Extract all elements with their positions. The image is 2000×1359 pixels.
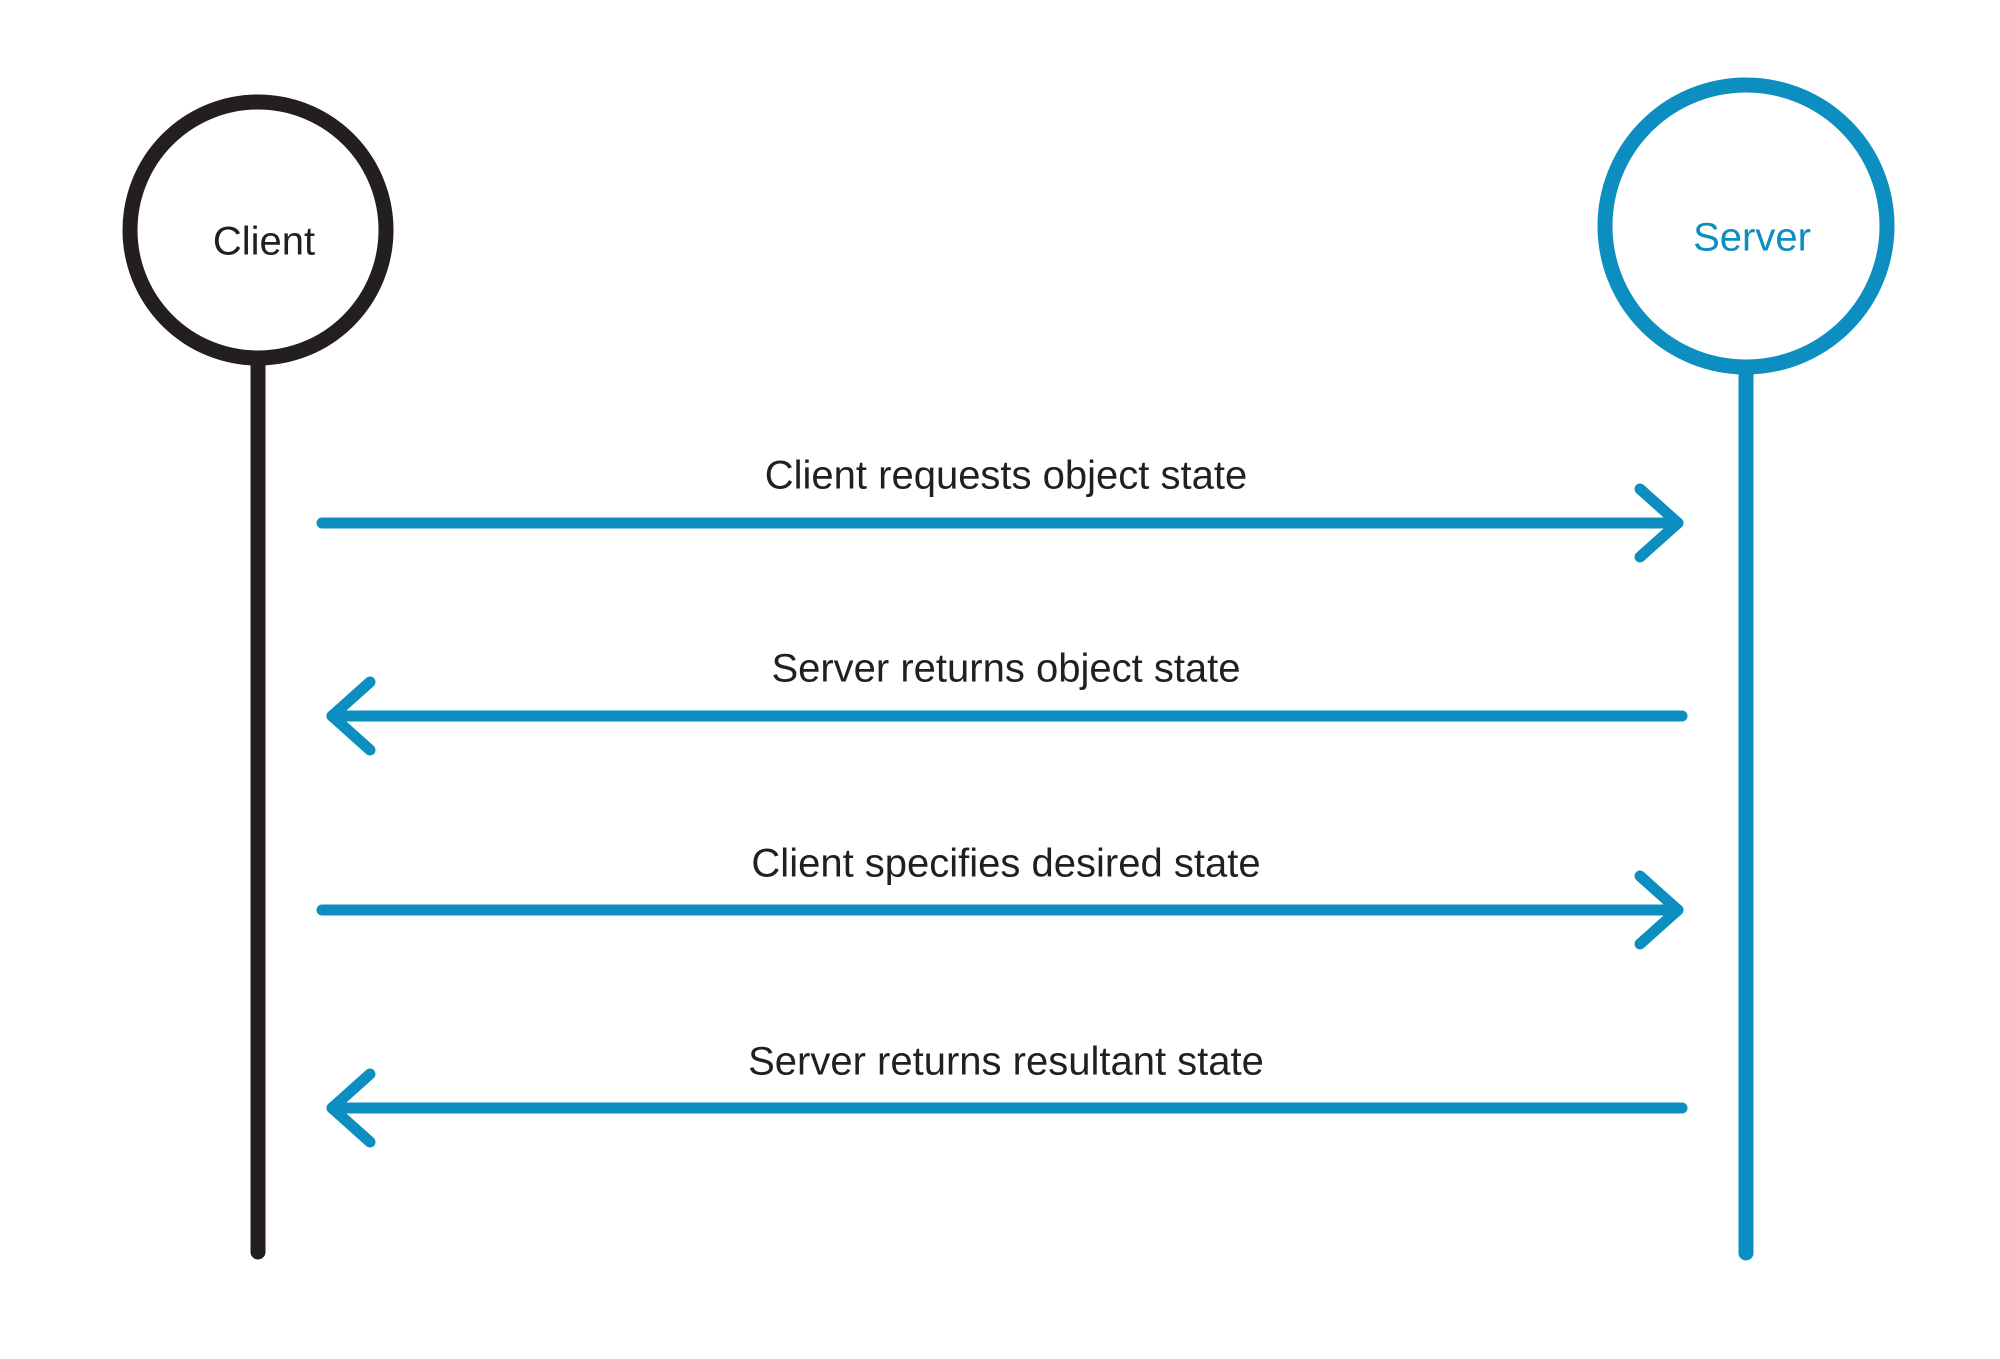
actor-client[interactable]: Client — [122, 94, 394, 1260]
message-1-label: Client requests object state — [765, 454, 1247, 498]
server-label: Server — [1693, 216, 1811, 260]
message-4[interactable]: Server returns resultant state — [326, 1040, 1688, 1148]
client-label: Client — [213, 220, 315, 264]
message-2[interactable]: Server returns object state — [326, 647, 1688, 756]
message-3-label: Client specifies desired state — [751, 842, 1260, 886]
message-4-arrowhead-left — [326, 1068, 376, 1148]
message-4-label: Server returns resultant state — [748, 1040, 1264, 1084]
message-2-arrowhead-left — [326, 676, 376, 756]
message-1[interactable]: Client requests object state — [316, 454, 1684, 563]
message-2-label: Server returns object state — [771, 647, 1240, 691]
message-3-arrowhead-right — [1634, 870, 1684, 950]
message-1-arrowhead-right — [1634, 483, 1684, 563]
client-circle[interactable] — [122, 94, 394, 366]
message-3[interactable]: Client specifies desired state — [316, 842, 1684, 950]
server-circle[interactable] — [1597, 77, 1895, 375]
actor-server[interactable]: Server — [1597, 77, 1895, 1261]
